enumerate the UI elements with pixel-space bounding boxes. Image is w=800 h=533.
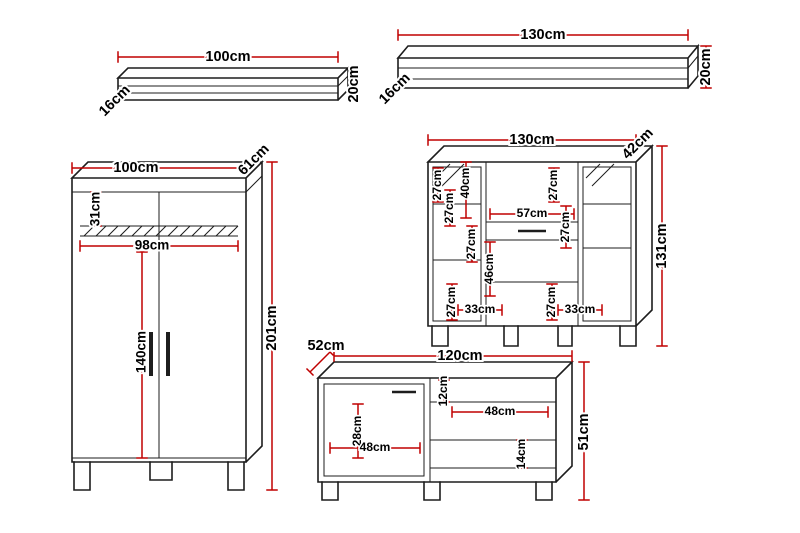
tv-stand-shelves bbox=[430, 401, 556, 469]
cabinet-height-label: 131cm bbox=[654, 223, 670, 268]
cabinet-mid-gap-label: 27cm bbox=[464, 229, 478, 260]
wardrobe-height-label: 201cm bbox=[264, 305, 280, 350]
tv-shelf-width-label: 48cm bbox=[485, 404, 516, 418]
inner-width-dimension-line bbox=[79, 240, 239, 252]
cabinet-bottom-left-height-label: 27cm bbox=[444, 287, 458, 318]
right-door-handle bbox=[166, 332, 170, 376]
right-glass-door bbox=[582, 166, 632, 322]
cabinet-right-top-label: 27cm bbox=[546, 170, 560, 201]
wardrobe-shelf bbox=[80, 225, 238, 237]
wardrobe-door-height-label: 140cm bbox=[134, 331, 149, 373]
height-dimension-line bbox=[700, 45, 712, 89]
bottom-left-width-dimension-line bbox=[457, 304, 503, 316]
width-dimension-line bbox=[71, 162, 247, 174]
bottom-left-height-dimension-line bbox=[446, 283, 458, 321]
door-height-dimension-line bbox=[352, 403, 364, 459]
cabinet-left-shelf-label: 40cm bbox=[458, 168, 472, 199]
depth-dimension-line bbox=[623, 129, 653, 159]
door-height-dimension-line bbox=[136, 251, 148, 459]
tv-depth-label: 52cm bbox=[307, 338, 344, 354]
bottom-gap-dimension-line bbox=[516, 439, 528, 469]
mid-open-dimension-line bbox=[484, 241, 496, 297]
display-cabinet: 130cm 42cm 131cm 27cm 40cm 27cm 27cm 57c… bbox=[426, 123, 672, 347]
height-dimension-line bbox=[578, 361, 590, 501]
top-section-dimension-line bbox=[90, 191, 102, 227]
tv-stand: 52cm 120cm 51cm 28cm 12cm 48cm 48cm 14cm bbox=[305, 336, 594, 501]
cabinet-width-label: 130cm bbox=[509, 132, 554, 148]
right-top-dimension-line bbox=[548, 167, 560, 203]
tv-width-label: 120cm bbox=[437, 348, 482, 364]
tv-bottom-width-label: 48cm bbox=[360, 440, 391, 454]
shelf-molding-lines bbox=[118, 75, 349, 94]
shelf-depth-label: 16cm bbox=[376, 70, 414, 108]
cabinet-depth-label: 42cm bbox=[619, 125, 657, 163]
left-glass-door bbox=[432, 166, 482, 322]
tv-stand-outline bbox=[316, 360, 574, 484]
shelf-width-label: 130cm bbox=[520, 27, 565, 43]
tv-top-gap-label: 12cm bbox=[436, 376, 450, 407]
cabinet-bottom-right-height-label: 27cm bbox=[544, 287, 558, 318]
shelf-height-label: 20cm bbox=[346, 65, 362, 102]
cabinet-mid-width-label: 57cm bbox=[517, 206, 548, 220]
cabinet-left-mid-label: 27cm bbox=[442, 193, 456, 224]
cabinet-right-mid-label: 27cm bbox=[558, 212, 572, 243]
shelf-outline bbox=[396, 43, 700, 90]
right-mid-dimension-line bbox=[560, 205, 572, 249]
height-dimension-line bbox=[348, 67, 360, 101]
cabinet-partitions bbox=[485, 162, 579, 326]
wardrobe-inner-width-label: 98cm bbox=[135, 238, 170, 253]
mid-gap-dimension-line bbox=[466, 225, 478, 263]
depth-dimension-line bbox=[239, 145, 269, 175]
cabinet-bottom-left-width-label: 33cm bbox=[465, 302, 496, 316]
depth-dimension-line bbox=[379, 73, 411, 105]
glass-hatching bbox=[435, 163, 615, 187]
shelf-depth-label: 16cm bbox=[96, 82, 134, 120]
depth-dimension-line bbox=[305, 347, 335, 377]
shelf-outline bbox=[116, 66, 350, 102]
tv-height-label: 51cm bbox=[576, 413, 592, 450]
left-top-dimension-line bbox=[432, 167, 444, 203]
wardrobe-top-section-label: 31cm bbox=[88, 192, 103, 227]
cabinet-left-top-label: 27cm bbox=[430, 170, 444, 201]
mid-width-dimension-line bbox=[489, 208, 575, 220]
cabinet-legs bbox=[431, 325, 637, 347]
shelf-width-dimension-line bbox=[451, 406, 549, 418]
small-wall-shelf: 100cm 20cm 16cm bbox=[94, 47, 364, 122]
middle-drawers bbox=[486, 221, 578, 283]
shelf-width-label: 100cm bbox=[205, 49, 250, 65]
cabinet-mid-open-label: 46cm bbox=[482, 254, 496, 285]
left-shelf-dimension-line bbox=[460, 161, 472, 219]
bottom-right-width-dimension-line bbox=[557, 304, 603, 316]
wardrobe-legs bbox=[73, 461, 245, 491]
depth-dimension-line bbox=[99, 85, 131, 117]
tv-bottom-gap-label: 14cm bbox=[514, 439, 528, 470]
left-door-handle bbox=[149, 332, 153, 376]
large-wall-shelf: 130cm 20cm 16cm bbox=[374, 25, 716, 110]
tv-stand-door bbox=[323, 383, 425, 477]
wardrobe: 100cm 61cm 201cm 31cm 98cm 140cm bbox=[70, 139, 282, 491]
cabinet-bottom-right-width-label: 33cm bbox=[565, 302, 596, 316]
tv-door-height-label: 28cm bbox=[350, 416, 364, 447]
width-dimension-line bbox=[397, 29, 689, 41]
tv-stand-legs bbox=[321, 481, 553, 501]
height-dimension-line bbox=[266, 161, 278, 491]
width-dimension-line bbox=[333, 350, 573, 362]
left-mid-dimension-line bbox=[444, 189, 456, 227]
shelf-molding-lines bbox=[398, 55, 699, 80]
height-dimension-line bbox=[656, 145, 668, 347]
wardrobe-width-label: 100cm bbox=[113, 160, 158, 176]
wardrobe-shelf-hatching bbox=[83, 225, 239, 237]
width-dimension-line bbox=[117, 51, 339, 63]
top-gap-dimension-line bbox=[438, 379, 450, 403]
bottom-width-dimension-line bbox=[329, 442, 421, 454]
shelf-height-label: 20cm bbox=[698, 48, 714, 85]
width-dimension-line bbox=[427, 134, 637, 146]
wardrobe-depth-label: 61cm bbox=[235, 141, 273, 179]
bottom-right-height-dimension-line bbox=[546, 283, 558, 321]
